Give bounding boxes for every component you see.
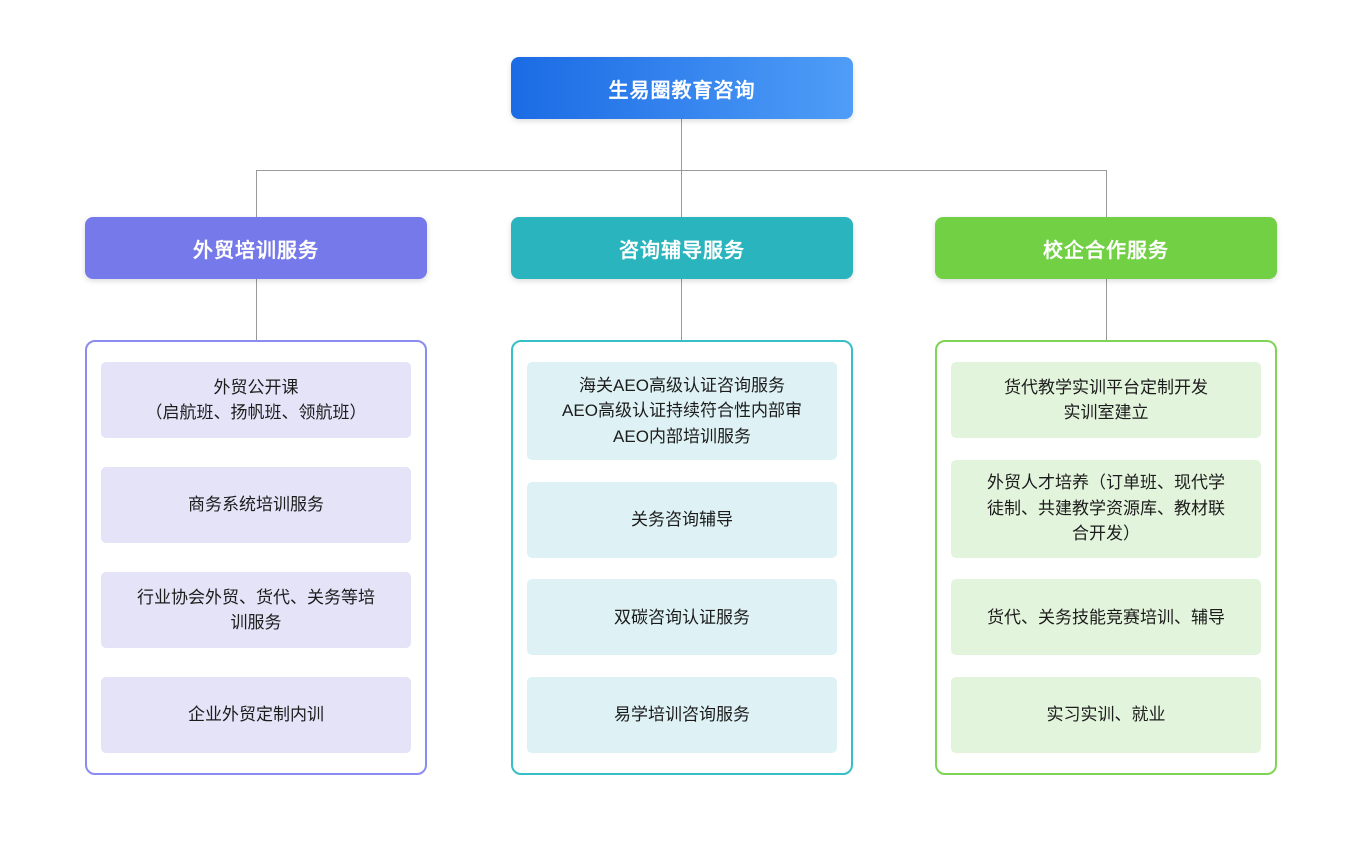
root-node: 生易圈教育咨询	[511, 57, 853, 119]
node-public-course: 外贸公开课 （启航班、扬帆班、领航班）	[101, 362, 411, 438]
node-industry-association-training: 行业协会外贸、货代、关务等培 训服务	[101, 572, 411, 648]
branch-header-school-enterprise-cooperation: 校企合作服务	[935, 217, 1277, 279]
node-skills-competition-training: 货代、关务技能竞赛培训、辅导	[951, 579, 1261, 656]
branch-group-school-enterprise-cooperation: 货代教学实训平台定制开发 实训室建立 外贸人才培养（订单班、现代学 徒制、共建教…	[935, 340, 1277, 775]
branch-header-foreign-trade-training: 外贸培训服务	[85, 217, 427, 279]
connector-branch3-bottom	[1106, 279, 1107, 340]
node-customs-consulting: 关务咨询辅导	[527, 481, 837, 558]
branch-group-foreign-trade-training: 外贸公开课 （启航班、扬帆班、领航班） 商务系统培训服务 行业协会外贸、货代、关…	[85, 340, 427, 775]
node-yixue-training-consulting: 易学培训咨询服务	[527, 676, 837, 753]
branch-header-label: 校企合作服务	[1043, 239, 1169, 262]
node-internship-employment: 实习实训、就业	[951, 676, 1261, 753]
connector-branch3-top	[1106, 170, 1107, 217]
node-aeo-certification-services: 海关AEO高级认证咨询服务 AEO高级认证持续符合性内部审 AEO内部培训服务	[527, 362, 837, 460]
connector-root-down	[681, 119, 682, 170]
connector-branch2-bottom	[681, 279, 682, 340]
node-dual-carbon-certification: 双碳咨询认证服务	[527, 579, 837, 656]
connector-branch1-top	[256, 170, 257, 217]
branch-header-label: 外贸培训服务	[193, 239, 319, 262]
connector-branch2-top	[681, 170, 682, 217]
node-training-platform-development: 货代教学实训平台定制开发 实训室建立	[951, 362, 1261, 438]
node-talent-cultivation: 外贸人才培养（订单班、现代学 徒制、共建教学资源库、教材联 合开发）	[951, 459, 1261, 558]
branch-header-label: 咨询辅导服务	[619, 239, 745, 262]
connector-branch1-bottom	[256, 279, 257, 340]
branch-header-consulting-coaching: 咨询辅导服务	[511, 217, 853, 279]
branch-group-consulting-coaching: 海关AEO高级认证咨询服务 AEO高级认证持续符合性内部审 AEO内部培训服务 …	[511, 340, 853, 775]
node-business-system-training: 商务系统培训服务	[101, 467, 411, 543]
root-node-label: 生易圈教育咨询	[608, 79, 756, 102]
node-enterprise-custom-training: 企业外贸定制内训	[101, 677, 411, 753]
